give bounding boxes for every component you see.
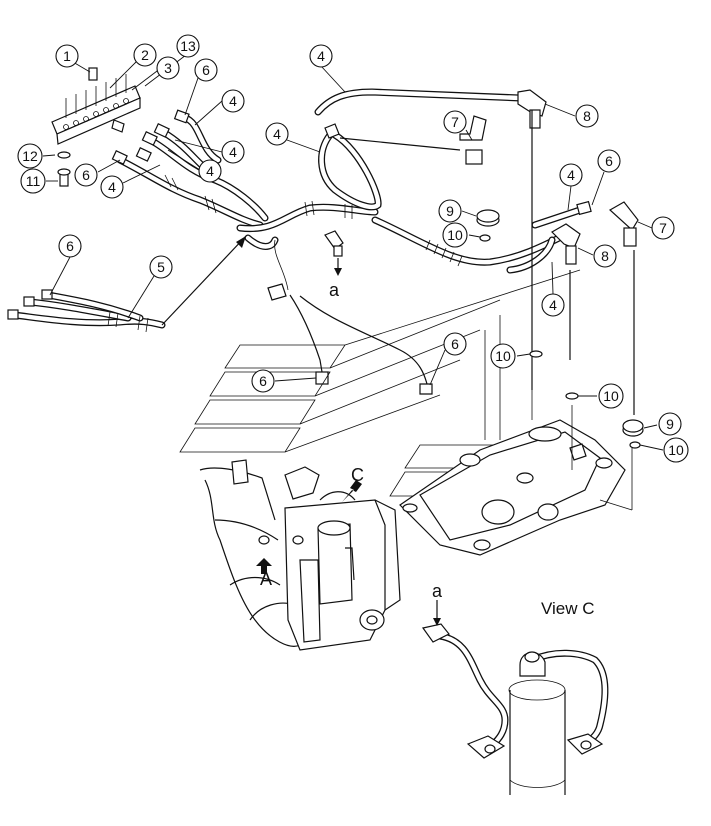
svg-text:4: 4: [108, 179, 116, 195]
svg-text:2: 2: [141, 47, 149, 63]
callout-5: 5: [149, 255, 173, 279]
svg-text:3: 3: [164, 60, 172, 76]
callout-4: 4: [541, 293, 565, 317]
callout-7: 7: [651, 216, 675, 240]
callout-6: 6: [58, 234, 82, 258]
svg-text:13: 13: [180, 38, 196, 54]
svg-text:4: 4: [549, 297, 557, 313]
hose-right: [371, 110, 644, 437]
callout-1: 1: [55, 44, 79, 68]
engine: [199, 459, 401, 651]
svg-text:4: 4: [229, 144, 237, 160]
callout-10: 10: [663, 437, 689, 463]
callout-9: 9: [438, 199, 462, 223]
callout-10: 10: [490, 343, 516, 369]
svg-text:12: 12: [22, 148, 38, 164]
label-C: C: [351, 465, 364, 485]
svg-text:11: 11: [26, 173, 41, 189]
valve-cover: [399, 368, 633, 556]
callout-12: 12: [17, 143, 43, 169]
o-rings: [529, 350, 641, 449]
svg-text:6: 6: [202, 62, 210, 78]
callout-4: 4: [221, 89, 245, 113]
svg-text:10: 10: [495, 348, 511, 364]
callout-6: 6: [251, 369, 275, 393]
svg-text:4: 4: [273, 126, 281, 142]
svg-text:9: 9: [446, 203, 454, 219]
callout-4: 4: [100, 175, 124, 199]
hose-harness-lower: [7, 235, 247, 333]
svg-text:7: 7: [659, 220, 667, 236]
svg-text:8: 8: [583, 108, 591, 124]
svg-text:4: 4: [206, 163, 214, 179]
svg-text:10: 10: [603, 388, 619, 404]
callout-3: 3: [156, 56, 180, 80]
callout-4: 4: [198, 159, 222, 183]
callout-6: 6: [194, 58, 218, 82]
svg-text:6: 6: [66, 238, 74, 254]
callout-9: 9: [658, 412, 682, 436]
callout-8: 8: [593, 244, 617, 268]
view-c-detail: [421, 600, 609, 795]
hose-top: [314, 88, 547, 242]
svg-text:4: 4: [317, 48, 325, 64]
callout-4: 4: [559, 163, 583, 187]
callout-6: 6: [443, 332, 467, 356]
svg-text:4: 4: [229, 93, 237, 109]
svg-text:9: 9: [666, 416, 674, 432]
callout-10: 10: [598, 383, 624, 409]
label-a-top: a: [329, 280, 340, 300]
svg-text:6: 6: [451, 336, 459, 352]
callout-4: 4: [221, 140, 245, 164]
svg-text:10: 10: [447, 227, 463, 243]
callout-11: 11: [20, 168, 46, 194]
callout-7: 7: [443, 110, 467, 134]
svg-text:10: 10: [668, 442, 684, 458]
svg-text:8: 8: [601, 248, 609, 264]
label-a-bottom: a: [432, 581, 443, 601]
svg-text:6: 6: [82, 167, 90, 183]
callout-8: 8: [575, 104, 599, 128]
label-view-c: View C: [541, 599, 595, 618]
svg-text:1: 1: [63, 48, 71, 64]
label-A: A: [260, 569, 272, 589]
svg-text:5: 5: [157, 259, 165, 275]
center-fittings: [267, 230, 433, 395]
callout-2: 2: [133, 43, 157, 67]
terminal-block: [51, 67, 141, 187]
callout-10: 10: [442, 222, 468, 248]
svg-text:6: 6: [259, 373, 267, 389]
callout-6: 6: [597, 149, 621, 173]
callout-4: 4: [265, 122, 289, 146]
callout-6: 6: [74, 163, 98, 187]
svg-text:4: 4: [567, 167, 575, 183]
callout-4: 4: [309, 44, 333, 68]
svg-text:7: 7: [451, 114, 459, 130]
callout-13: 13: [176, 34, 200, 58]
svg-text:6: 6: [605, 153, 613, 169]
